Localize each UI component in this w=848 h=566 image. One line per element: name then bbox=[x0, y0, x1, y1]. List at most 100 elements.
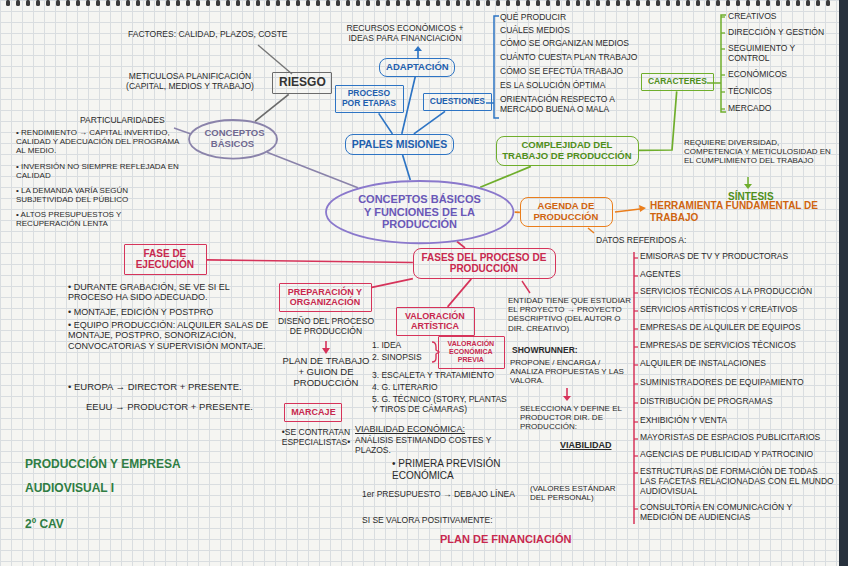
node-label: PROCESO POR ETAPAS bbox=[341, 89, 397, 109]
node-label: RIESGO bbox=[278, 76, 326, 90]
spiral-ring bbox=[156, 0, 160, 6]
spiral-ring bbox=[246, 0, 250, 6]
note-box: VALORACIÓN ECONÓMICA PREVIA bbox=[438, 336, 505, 369]
spiral-ring bbox=[376, 0, 380, 6]
spiral-ring bbox=[726, 0, 730, 6]
spiral-ring bbox=[136, 0, 140, 6]
note-text: AGENCIAS DE PUBLICIDAD Y PATROCINIO bbox=[640, 450, 836, 460]
note-text: VIABILIDAD bbox=[560, 440, 612, 450]
connector bbox=[255, 94, 289, 121]
node-label: COMPLEJIDAD DEL TRABAJO DE PRODUCCIÓN bbox=[502, 140, 632, 162]
spiral-ring bbox=[166, 0, 170, 6]
spiral-ring bbox=[336, 0, 340, 6]
spiral-ring bbox=[676, 0, 680, 6]
note-text: SERVICIOS TÉCNICOS A LA PRODUCCIÓN bbox=[640, 287, 836, 297]
spiral-ring bbox=[456, 0, 460, 6]
connector bbox=[267, 152, 358, 187]
bracket-tick bbox=[721, 108, 725, 109]
leader-line bbox=[588, 228, 594, 233]
node-label: PPALES MISIONES bbox=[351, 138, 448, 150]
bracket bbox=[721, 15, 726, 112]
spiral-ring bbox=[636, 0, 640, 6]
note-text: • EQUIPO PRODUCCIÓN: ALQUILER SALAS DE M… bbox=[68, 320, 273, 351]
bracket-tick bbox=[721, 16, 725, 17]
spiral-ring bbox=[606, 0, 610, 6]
node-label: AGENDA DE PRODUCCIÓN bbox=[526, 201, 606, 223]
node-label: CARACTERES bbox=[647, 77, 708, 87]
arrow-head bbox=[744, 184, 752, 189]
spiral-ring bbox=[736, 0, 740, 6]
bracket-tick bbox=[634, 310, 638, 311]
topic-box: PROCESO POR ETAPAS bbox=[335, 85, 404, 113]
note-text: VIABILIDAD ECONÓMICA: bbox=[355, 424, 465, 434]
connector bbox=[207, 260, 413, 263]
connector bbox=[639, 91, 677, 150]
bracket-tick bbox=[721, 74, 725, 75]
note-text: • MONTAJE, EDICIÓN Y POSTPRO bbox=[68, 307, 273, 317]
note-text: • ALTOS PRESUPUESTOS Y RECUPERACIÓN LENT… bbox=[16, 210, 181, 228]
note-text: PLAN DE FINANCIACIÓN bbox=[440, 533, 571, 546]
note-text: • INVERSIÓN NO SIEMPRE REFLEJADA EN CALI… bbox=[16, 162, 181, 180]
note-text: CUÁNTO CUESTA PLAN TRABAJO bbox=[500, 53, 637, 63]
spiral-ring bbox=[766, 0, 770, 6]
spiral-ring bbox=[486, 0, 490, 6]
connector bbox=[457, 242, 465, 248]
risk-box: RIESGO bbox=[272, 72, 332, 94]
node-label: VALORACIÓN ARTÍSTICA bbox=[402, 311, 468, 332]
phase-box: FASE DE EJECUCIÓN bbox=[124, 244, 207, 275]
note-text: • RENDIMIENTO → CAPITAL INVERTIDO, CALID… bbox=[16, 128, 181, 156]
note-text: CREATIVOS bbox=[728, 12, 777, 22]
ellipse-outline bbox=[189, 120, 277, 159]
branch-box: COMPLEJIDAD DEL TRABAJO DE PRODUCCIÓN bbox=[496, 136, 639, 166]
spiral-ring bbox=[596, 0, 600, 6]
bracket-tick bbox=[634, 472, 638, 473]
note-box: MARCAJE bbox=[284, 403, 342, 422]
spiral-ring bbox=[366, 0, 370, 6]
spiral-ring bbox=[576, 0, 580, 6]
note-text: PROPONE / ENCARGA / ANALIZA PROPUESTAS Y… bbox=[510, 358, 630, 386]
topic-box: CUESTIONES bbox=[423, 93, 492, 111]
note-text: CONSULTORÍA EN COMUNICACIÓN Y MEDICIÓN D… bbox=[640, 503, 836, 523]
bracket-tick bbox=[634, 292, 638, 293]
spiral-ring bbox=[26, 0, 30, 6]
spiral-ring bbox=[696, 0, 700, 6]
spiral-ring bbox=[186, 0, 190, 6]
note-text: QUÉ PRODUCIR bbox=[500, 13, 566, 23]
note-text: ENTIDAD TIENE QUE ESTUDIAR EL PROYECTO →… bbox=[508, 296, 633, 333]
central-ellipse: CONCEPTOS BÁSICOS Y FUNCIONES DE LA PROD… bbox=[325, 180, 514, 244]
note-text: EMPRESAS DE SERVICIOS TÉCNICOS bbox=[640, 341, 836, 351]
leader-line bbox=[522, 281, 530, 293]
leader-line bbox=[486, 102, 494, 104]
spiral-ring bbox=[6, 0, 10, 6]
spiral-ring bbox=[536, 0, 540, 6]
bracket bbox=[494, 16, 499, 118]
spiral-ring bbox=[656, 0, 660, 6]
bracket-tick bbox=[634, 402, 638, 403]
spiral-ring bbox=[16, 0, 20, 6]
spiral-ring bbox=[626, 0, 630, 6]
spiral-ring bbox=[816, 0, 820, 6]
spiral-ring bbox=[316, 0, 320, 6]
note-text: • EUROPA → DIRECTOR + PRESENTE. bbox=[68, 382, 242, 393]
spiral-ring bbox=[386, 0, 390, 6]
spiral-ring bbox=[56, 0, 60, 6]
note-text: ANÁLISIS ESTIMANDO COSTES Y PLAZOS. bbox=[355, 436, 495, 456]
spiral-ring bbox=[406, 0, 410, 6]
spiral-ring bbox=[796, 0, 800, 6]
bracket-tick bbox=[634, 257, 638, 258]
spiral-ring bbox=[36, 0, 40, 6]
bracket-tick bbox=[634, 364, 638, 365]
spiral-ring bbox=[296, 0, 300, 6]
bracket-tick bbox=[634, 275, 638, 276]
spiral-ring bbox=[466, 0, 470, 6]
spiral-ring bbox=[426, 0, 430, 6]
note-text: 2. SINOPSIS bbox=[372, 353, 422, 363]
topic-ellipse: CONCEPTOS BÁSICOS bbox=[188, 119, 278, 160]
page-title: PRODUCCIÓN Y EMPRESA AUDIOVISUAL I bbox=[25, 452, 195, 500]
spiral-ring bbox=[116, 0, 120, 6]
spiral-ring bbox=[436, 0, 440, 6]
spiral-ring bbox=[326, 0, 330, 6]
spiral-ring bbox=[556, 0, 560, 6]
note-text: ALQUILER DE INSTALACIONES bbox=[640, 359, 836, 369]
spiral-ring bbox=[566, 0, 570, 6]
